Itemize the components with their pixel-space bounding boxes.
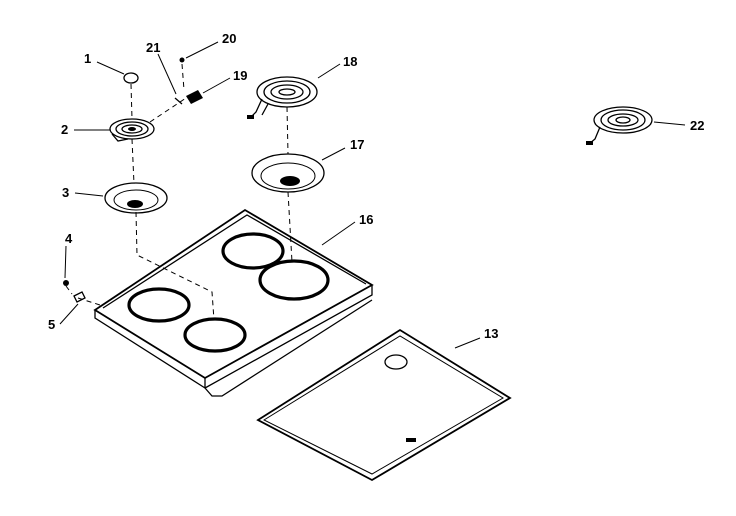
callout-22: 22	[690, 118, 704, 133]
cooktop-opening-rear-left	[221, 232, 285, 270]
cooktop-opening-rear-right	[258, 259, 330, 301]
alignment-lines	[65, 63, 293, 321]
callout-21: 21	[146, 40, 160, 55]
cooktop-main-top	[93, 208, 374, 397]
panel-tab	[406, 438, 416, 442]
panel-grommet	[384, 354, 408, 370]
callout-4: 4	[65, 231, 73, 246]
part-1-cap	[123, 72, 139, 84]
callout-2: 2	[61, 122, 68, 137]
large-surface-element	[247, 76, 318, 119]
part-20-screw	[179, 57, 185, 63]
part-4-screw	[63, 280, 69, 286]
callout-1: 1	[84, 51, 91, 66]
callout-16: 16	[359, 212, 373, 227]
small-surface-element	[109, 118, 155, 142]
callout-19: 19	[233, 68, 247, 83]
callout-17: 17	[350, 137, 364, 152]
cooktop-opening-front-left	[127, 287, 191, 323]
part-19-receptacle	[186, 90, 203, 104]
surface-element-22	[586, 106, 653, 145]
leader-lines	[59, 41, 686, 349]
small-drip-pan	[104, 182, 168, 214]
cooktop-opening-front-right	[183, 317, 247, 353]
part-5-clip	[73, 291, 86, 303]
large-drip-pan	[251, 153, 325, 193]
callout-18: 18	[343, 54, 357, 69]
callout-3: 3	[62, 185, 69, 200]
callout-5: 5	[48, 317, 55, 332]
callout-13: 13	[484, 326, 498, 341]
part-21-wire	[174, 97, 183, 105]
bottom-panel	[256, 328, 512, 482]
callout-20: 20	[222, 31, 236, 46]
